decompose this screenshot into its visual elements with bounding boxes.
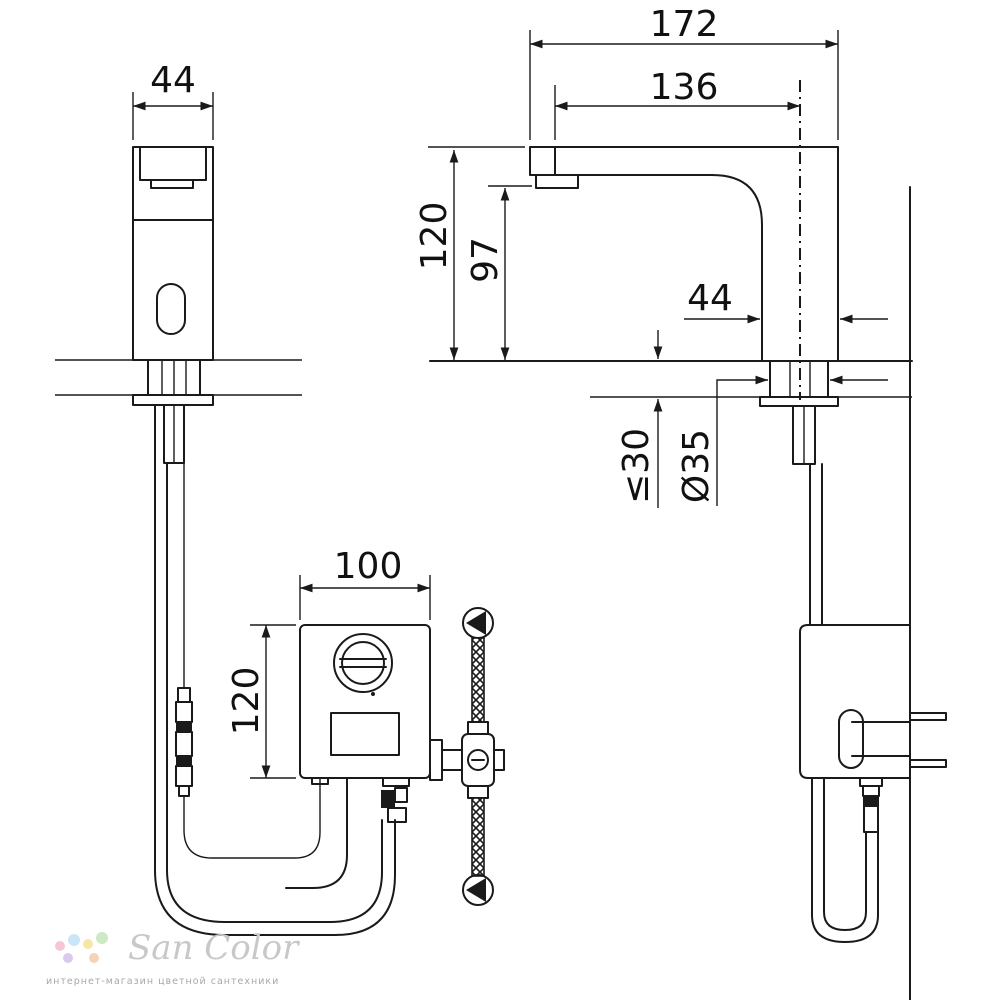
side-view: 172 136 120 97 44 ≤30 Ø35 (414, 4, 947, 1000)
outlet-connector (387, 807, 407, 823)
watermark-tagline: интернет-магазин цветной сантехники (46, 976, 280, 987)
control-knob-inner (341, 641, 385, 685)
watermark-dots-icon (55, 932, 108, 963)
solenoid-valve (381, 790, 395, 808)
front-head-recess (139, 146, 207, 181)
side-control-knob (838, 709, 864, 769)
cold-supply-arrow-icon (466, 878, 486, 902)
control-box-front (299, 624, 463, 823)
outlet-fitting (394, 787, 408, 803)
front-supply-hose-inner (166, 462, 383, 923)
power-cable (285, 777, 348, 889)
lower-braided-hose (471, 797, 485, 877)
control-box-body (299, 624, 431, 779)
mixing-valve-knob (467, 749, 489, 771)
dim-box-width-label: 100 (334, 546, 403, 587)
dim-total-height-label: 120 (414, 202, 455, 271)
dim-deck-thickness-label: ≤30 (616, 428, 657, 504)
side-hose-loop-outer (811, 777, 879, 943)
dim-outlet-height-label: 97 (465, 237, 506, 283)
front-fixing-plate (132, 394, 214, 406)
dim-box-height-label: 120 (226, 667, 267, 736)
outlet-nut-top (382, 777, 410, 787)
side-outlet-nut (859, 777, 883, 787)
side-outlet-fitting-2 (863, 796, 879, 806)
wall-screw-bottom (909, 759, 947, 768)
indicator-dot (371, 692, 375, 696)
side-control-box (799, 624, 911, 779)
side-outlet-connector (863, 805, 879, 833)
cold-supply-cap (462, 874, 494, 906)
front-view: 44 (55, 60, 396, 936)
box-dimensions: 100 120 (226, 546, 431, 779)
dim-front-width-label: 44 (150, 60, 196, 101)
control-knob-outer (333, 633, 393, 693)
mixing-valve-side-nut (493, 749, 505, 771)
dim-spout-reach-label: 136 (650, 67, 719, 108)
side-outlet-fitting-1 (862, 785, 880, 797)
dim-overall-length-label: 172 (650, 4, 719, 45)
front-sensor-window (156, 283, 186, 335)
dim-hole-diameter-label: Ø35 (676, 429, 717, 503)
front-cable-to-box (183, 778, 321, 859)
watermark: San Color интернет-магазин цветной санте… (46, 928, 346, 998)
upper-braided-hose (471, 637, 485, 723)
cable-connector (175, 687, 193, 797)
upper-hose-nut (467, 721, 489, 735)
dim-side-width-label: 44 (687, 278, 733, 319)
front-aerator (150, 179, 194, 189)
cable-gland (311, 777, 329, 785)
inlet-nut (429, 739, 443, 781)
side-aerator (535, 174, 579, 189)
battery-cover (330, 712, 400, 756)
wall-screw-top (909, 712, 947, 721)
dim-hole-arrow-left (716, 375, 768, 506)
hot-supply-arrow-icon (466, 611, 486, 635)
side-hose-loop-inner (823, 777, 867, 931)
watermark-brand: San Color (128, 928, 299, 968)
front-supply-hose-outer (154, 404, 396, 936)
supply-valve-assembly (461, 607, 505, 906)
front-faucet-body (132, 146, 214, 361)
side-faucet-body (529, 146, 839, 362)
lower-hose-nut (467, 785, 489, 799)
